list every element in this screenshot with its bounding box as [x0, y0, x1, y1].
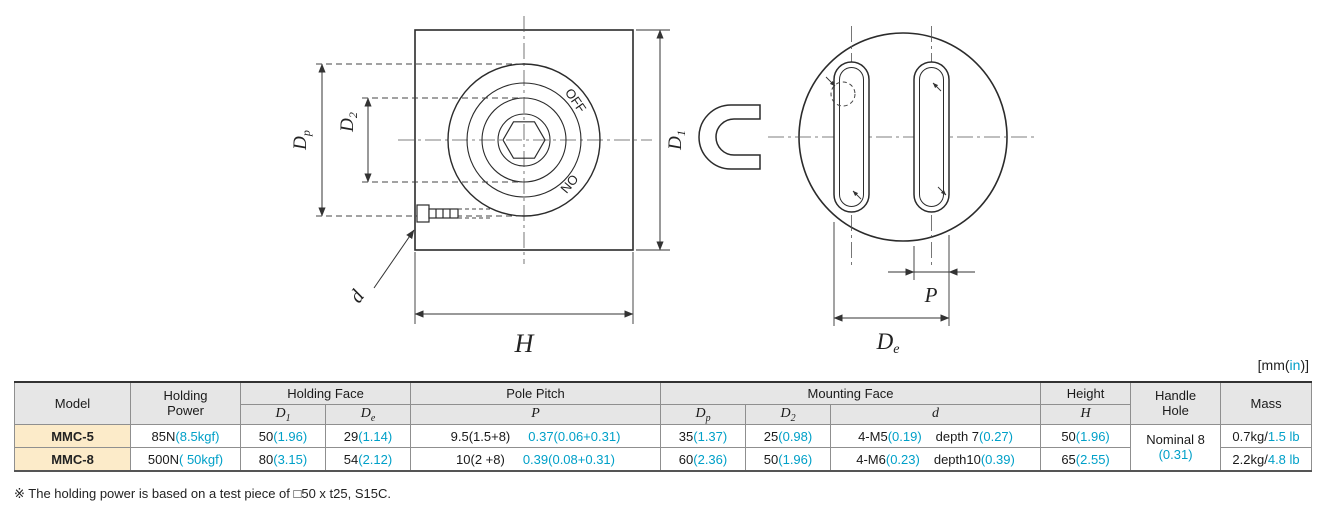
table-row-mmc8: MMC-8 500N( 50kgf) 80(3.15) 54(2.12) 10(… [14, 447, 1313, 472]
footnote: ※ The holding power is based on a test p… [14, 486, 391, 501]
d-cell: 4-M6(0.23)depth10(0.39) [830, 447, 1042, 472]
h-cell: 50(1.96) [1040, 424, 1132, 449]
d1-cell: 80(3.15) [240, 447, 326, 472]
technical-drawing: OFF ON Dp D2 D1 H [290, 16, 1038, 358]
units-in: in [1289, 357, 1301, 373]
dim-label-d2: D2 [337, 112, 360, 133]
spec-table: Model Holding Power Holding Face Pole Pi… [14, 381, 1313, 472]
dim-label-de: De [876, 329, 900, 357]
de-cell: 29(1.14) [324, 424, 412, 449]
handle-shackle [698, 104, 761, 170]
units-close: )] [1300, 357, 1309, 373]
handle-hole-hidden [830, 81, 856, 107]
face-view: P De [698, 26, 1038, 357]
dim-label-d1: D1 [665, 130, 688, 151]
header-mass: Mass [1220, 381, 1313, 426]
subheader-p: P [410, 403, 662, 426]
header-handle-hole: Handle Hole [1130, 381, 1222, 426]
p-cell: 9.5(1.5+8)0.37(0.06+0.31) [410, 424, 662, 449]
dim-label-d: d [345, 285, 369, 307]
dp-cell: 60(2.36) [660, 447, 747, 472]
side-view: OFF ON Dp D2 D1 H [290, 16, 688, 358]
subheader-dp: Dp [660, 403, 747, 426]
de-cell: 54(2.12) [324, 447, 412, 472]
p-cell: 10(2 +8)0.39(0.08+0.31) [410, 447, 662, 472]
mass-cell: 0.7kg/1.5 lb [1220, 424, 1313, 449]
holding-power-cell: 85N(8.5kgf) [130, 424, 241, 449]
subheader-de: De [324, 403, 412, 426]
d2-cell: 25(0.98) [745, 424, 832, 449]
header-model: Model [14, 381, 131, 426]
table-row-mmc5: MMC-5 85N(8.5kgf) 50(1.96) 29(1.14) 9.5(… [14, 424, 1313, 472]
model-cell: MMC-8 [14, 447, 131, 472]
handle-hole-cell: Nominal 8 (0.31) [1130, 424, 1222, 472]
d2-cell: 50(1.96) [745, 447, 832, 472]
subheader-d: d [830, 403, 1042, 426]
units-mm: [mm( [1257, 357, 1290, 373]
dp-cell: 35(1.37) [660, 424, 747, 449]
dim-label-dp: Dp [290, 130, 313, 151]
hex-socket [502, 121, 546, 159]
header-mounting-face: Mounting Face [660, 381, 1042, 405]
header-height: Height [1040, 381, 1132, 405]
d1-cell: 50(1.96) [240, 424, 326, 449]
header-pole-pitch: Pole Pitch [410, 381, 662, 405]
mass-cell: 2.2kg/4.8 lb [1220, 447, 1313, 472]
header-holding-power: Holding Power [130, 381, 241, 426]
h-cell: 65(2.55) [1040, 447, 1132, 472]
d-cell: 4-M5(0.19)depth 7(0.27) [830, 424, 1042, 449]
set-screw [416, 204, 459, 223]
subheader-d1: D1 [240, 403, 326, 426]
subheader-d2: D2 [745, 403, 832, 426]
model-cell: MMC-5 [14, 424, 131, 449]
subheader-h: H [1040, 403, 1132, 426]
dim-label-h: H [514, 329, 535, 358]
holding-power-cell: 500N( 50kgf) [130, 447, 241, 472]
dim-label-p: P [924, 283, 938, 307]
header-holding-face: Holding Face [239, 381, 412, 405]
units-label: [mm(in)] [1258, 357, 1309, 373]
